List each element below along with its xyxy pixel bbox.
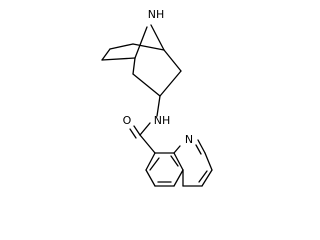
bond-q-inner-double-3 <box>170 155 179 167</box>
atom-label-ring-n: N <box>185 133 193 146</box>
quinoline-bonds <box>145 139 213 187</box>
bond-amide-n-carbonyl-c <box>139 122 151 136</box>
bond-carbonyl-c-ring <box>139 134 156 154</box>
bond-carbonyl-double-1 <box>133 125 141 136</box>
chemical-structure: NH NH O N <box>101 8 213 187</box>
bond-q-c4a-c5 <box>173 169 184 187</box>
bond-right-ring-1 <box>163 49 182 72</box>
atom-label-carbonyl-o: O <box>123 114 132 127</box>
bond-q-inner-double-4 <box>195 144 202 155</box>
bond-q-c8a-c4a <box>173 152 184 171</box>
atom-label-amide-nh: NH <box>154 114 171 127</box>
bond-carbonyl-double-2 <box>129 128 137 139</box>
bond-q-c3-c4 <box>201 169 213 187</box>
bond-q-c7-c8 <box>145 152 156 171</box>
amide-bonds <box>129 95 161 154</box>
bond-nh-bridgehead-left <box>134 26 148 59</box>
bond-q-c6-c7 <box>145 169 156 187</box>
bond-q-n1-c2 <box>197 139 206 154</box>
bond-top-ring-2 <box>109 43 134 50</box>
atom-label-bridge-nh: NH <box>148 8 165 21</box>
bond-right-ring-2 <box>159 70 182 97</box>
bond-q-c2-c3 <box>204 152 213 171</box>
bond-left-ring-1 <box>132 57 136 75</box>
bond-q-inner-double-5 <box>198 170 208 183</box>
bond-top-ring-4 <box>101 57 136 61</box>
bond-q-inner-double-1 <box>149 157 160 171</box>
bond-q-c8a-n1 <box>173 145 181 154</box>
bond-c3-amide-n <box>156 95 161 117</box>
bond-top-ring-3 <box>101 48 111 61</box>
bond-nh-bridgehead-right <box>150 24 165 51</box>
bond-left-ring-2 <box>132 73 161 97</box>
bond-top-ring-1 <box>132 43 165 51</box>
bicyclic-core-bonds <box>101 24 182 97</box>
